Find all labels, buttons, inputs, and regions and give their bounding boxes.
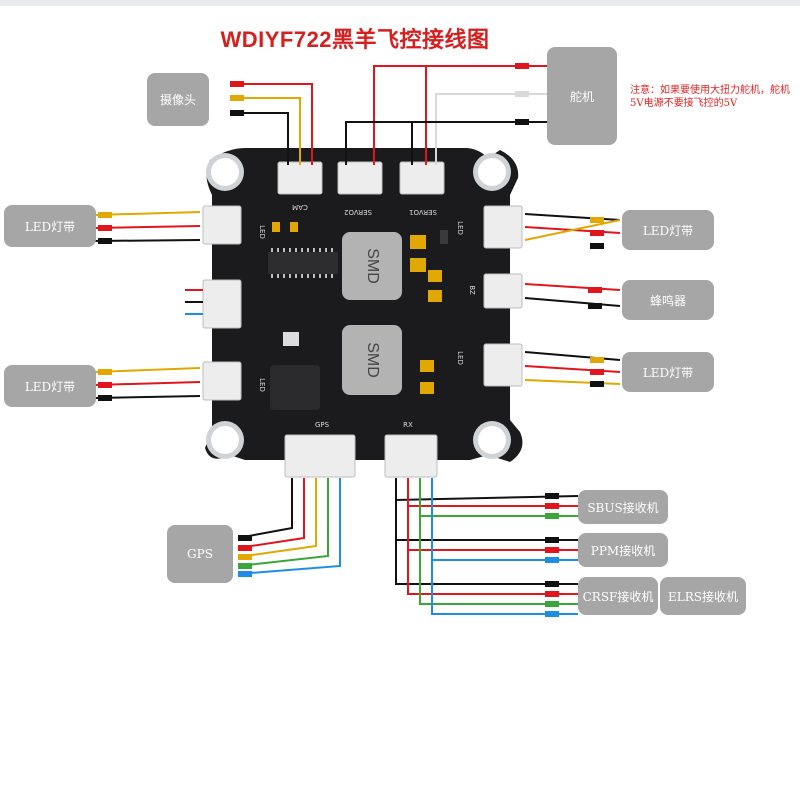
component [420, 360, 434, 372]
led-strip-right-top-box: LED灯带 [622, 210, 714, 250]
bz-label: BZ [468, 285, 476, 295]
component [410, 258, 426, 272]
page-title: WDIYF722黑羊飞控接线图 [220, 27, 490, 52]
component [283, 332, 299, 346]
sbus-receiver-box: SBUS接收机 [578, 490, 668, 524]
led-label: LED [456, 221, 464, 235]
left-mid-connector [202, 279, 242, 329]
wires [94, 65, 621, 615]
component [440, 230, 448, 244]
buzzer-box: 蜂鸣器 [622, 280, 714, 320]
led-label: LED [258, 225, 266, 239]
flight-controller-board: SMD SMD CAM SERVO2 SERVO1 GPS RX LED LED… [205, 148, 523, 462]
cam-connector [277, 161, 323, 195]
component [290, 222, 298, 232]
led-strip-left-top-box: LED灯带 [4, 205, 96, 247]
rx-connector [384, 434, 438, 478]
camera-box: 摄像头 [147, 73, 209, 126]
component [410, 235, 426, 249]
component [428, 270, 442, 282]
servo-box: 舵机 [547, 47, 617, 145]
smd-label: SMD [364, 248, 381, 284]
led-right-top-connector [483, 205, 523, 249]
mounting-hole [206, 153, 244, 191]
mounting-hole [473, 153, 511, 191]
smd-label: SMD [364, 342, 381, 378]
servo1-label: SERVO1 [409, 208, 437, 216]
servo2-connector [337, 161, 383, 195]
rx-label: RX [403, 421, 413, 429]
led-right-bottom-connector [483, 343, 523, 387]
servo-power-note: 注意：如果要使用大扭力舵机，舵机5V电源不要接飞控的5V [630, 85, 790, 109]
servo2-label: SERVO2 [344, 208, 372, 216]
component [272, 222, 280, 232]
gps-label: GPS [315, 421, 330, 429]
led-label: LED [456, 351, 464, 365]
led-left-bottom-connector [202, 361, 242, 401]
gps-connector [284, 434, 356, 478]
led-strip-right-bottom-box: LED灯带 [622, 352, 714, 392]
led-left-top-connector [202, 205, 242, 245]
mounting-hole [473, 421, 511, 459]
gps-box: GPS [167, 525, 233, 583]
crsf-receiver-box: CRSF接收机 [578, 577, 658, 615]
component [420, 382, 434, 394]
smd-inductor-1: SMD [342, 232, 402, 300]
mounting-hole [206, 421, 244, 459]
servo1-connector [399, 161, 445, 195]
cam-label: CAM [292, 203, 308, 211]
component [428, 290, 442, 302]
elrs-receiver-box: ELRS接收机 [660, 577, 746, 615]
buzzer-connector [483, 273, 523, 309]
top-bar [0, 0, 800, 6]
ic-chip [268, 248, 338, 278]
led-strip-left-bottom-box: LED灯带 [4, 365, 96, 407]
ppm-receiver-box: PPM接收机 [578, 533, 668, 567]
led-label: LED [258, 378, 266, 392]
wire-plugs [98, 63, 604, 617]
smd-inductor-2: SMD [342, 325, 402, 395]
component [270, 365, 320, 410]
